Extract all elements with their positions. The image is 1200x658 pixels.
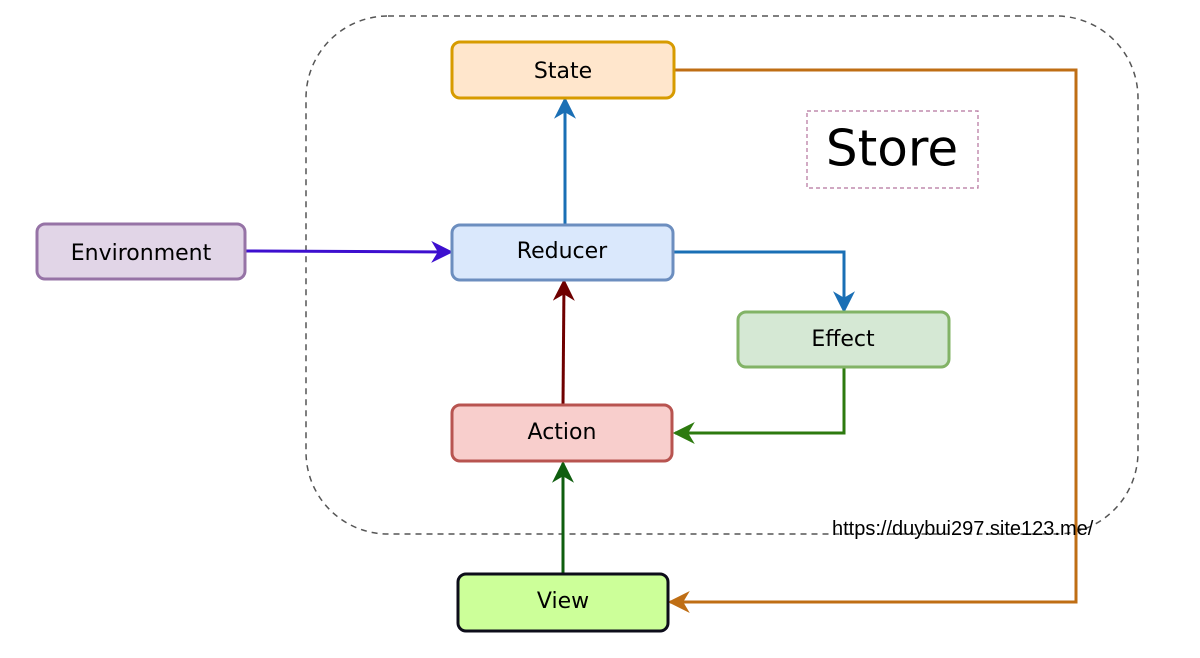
edge-state-to-view — [667, 68, 1078, 613]
node-effect[interactable]: Effect — [736, 310, 951, 369]
edge-effect-to-action — [672, 367, 846, 444]
node-state[interactable]: State — [450, 40, 676, 100]
watermark-url: https://duybui297.site123.me/ — [832, 518, 1094, 540]
node-action-label: Action — [528, 420, 597, 445]
node-state-label: State — [534, 59, 592, 84]
node-effect-label: Effect — [811, 327, 875, 352]
edge-reducer-to-effect — [673, 250, 855, 314]
node-environment[interactable]: Environment — [35, 222, 247, 281]
edge-action-to-reducer — [552, 278, 575, 406]
node-reducer[interactable]: Reducer — [450, 223, 675, 282]
node-view[interactable]: View — [456, 572, 670, 633]
store-label: Store — [826, 120, 958, 178]
node-action[interactable]: Action — [450, 403, 674, 463]
node-environment-label: Environment — [71, 241, 212, 266]
store-label-box: Store — [806, 110, 979, 189]
edge-environment-to-reducer — [244, 240, 454, 263]
node-view-label: View — [537, 589, 589, 614]
store-boundary — [305, 15, 1139, 535]
node-reducer-label: Reducer — [517, 239, 608, 264]
